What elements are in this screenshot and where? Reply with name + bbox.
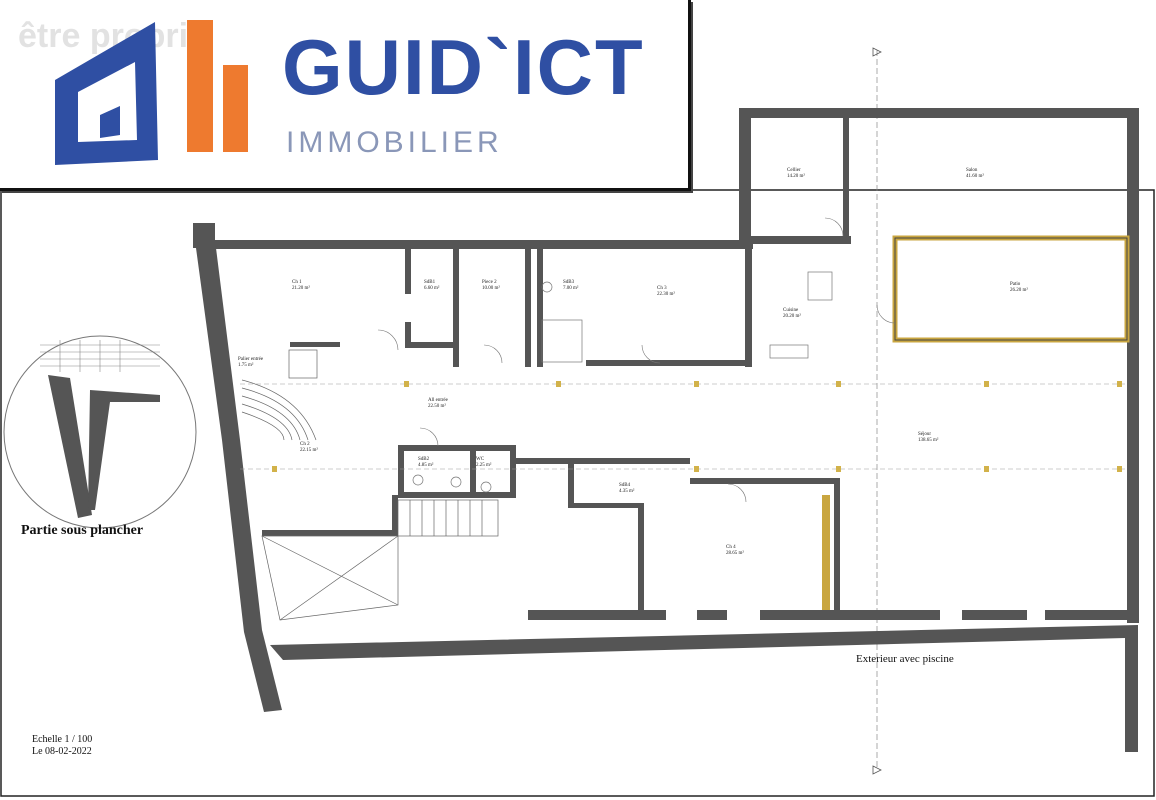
brand-logo-icon [55,20,248,165]
brand-subtitle: IMMOBILIER [286,126,503,159]
brand-name: GUID`ICT [282,23,645,111]
detail-caption: Partie sous plancher [21,523,144,538]
scale-note: Echelle 1 / 100 Le 08-02-2022 [32,734,93,757]
exterior-label: Exterieur avec piscine [856,653,954,665]
